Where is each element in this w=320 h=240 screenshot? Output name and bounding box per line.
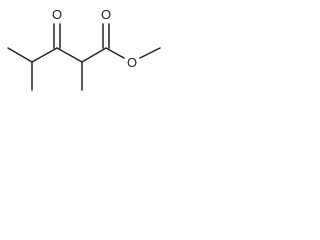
bond-c2-c4 xyxy=(31,47,58,63)
ester-oxygen-label: O xyxy=(127,55,137,70)
bond-c4-c5 xyxy=(56,47,83,63)
bond-c5-c6 xyxy=(81,47,107,63)
ketone-oxygen-label: O xyxy=(52,7,62,22)
atom-labels: O O O xyxy=(52,7,137,70)
bond-lines xyxy=(7,23,161,91)
carbonyl-oxygen-label: O xyxy=(101,7,111,22)
bond-o-methyl xyxy=(139,47,161,59)
bond-c6-o xyxy=(105,47,125,59)
skeletal-formula: O O O xyxy=(7,7,161,91)
methyl-ester-structure: O O O xyxy=(0,0,216,112)
bond-c2-c3 xyxy=(7,47,33,63)
